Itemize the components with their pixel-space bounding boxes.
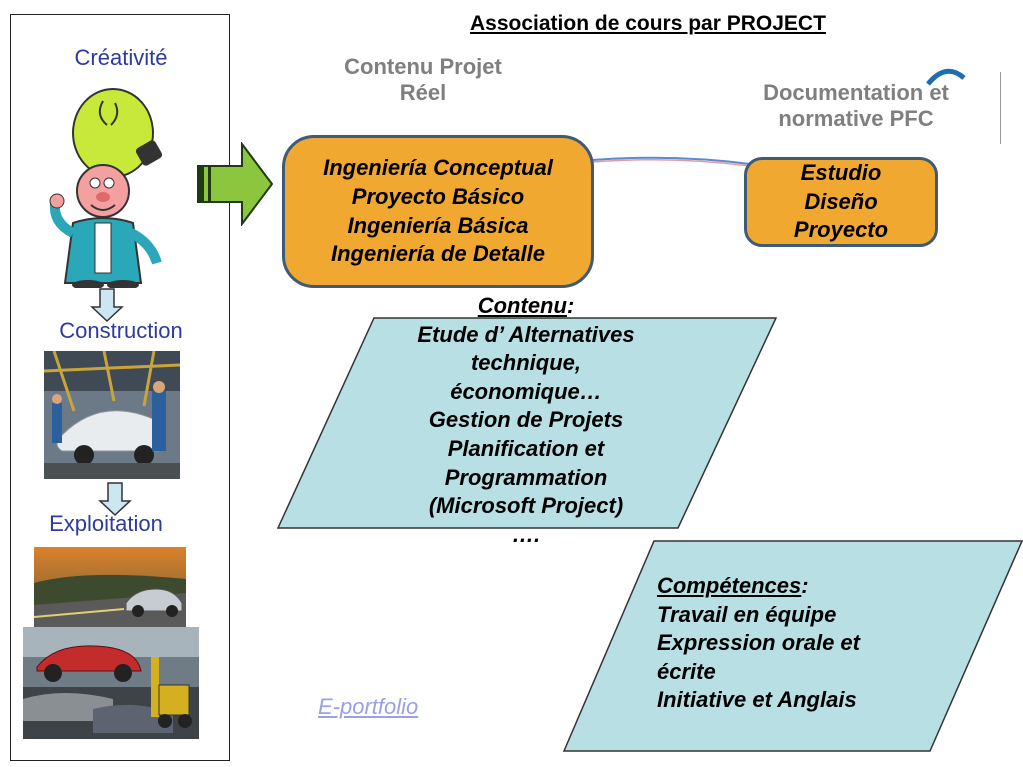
driving-car-photo xyxy=(34,547,186,627)
stage-label-construction: Construction xyxy=(59,318,183,343)
contenu-parallelogram xyxy=(276,317,778,529)
right-arrow-icon xyxy=(197,142,274,226)
eportfolio-link[interactable]: E-portfolio xyxy=(318,694,419,719)
down-arrow-icon xyxy=(98,482,132,517)
competences-parallelogram xyxy=(562,540,1023,752)
stage-label-creativite: Créativité xyxy=(74,45,168,70)
estudio-box: Estudio Diseño Proyecto xyxy=(744,157,938,247)
construction-photo xyxy=(44,351,180,479)
stage-label-exploitation: Exploitation xyxy=(49,511,163,536)
contenu-projet-header: Contenu Projet Réel xyxy=(344,54,502,106)
contenu-text: Contenu: Etude d’ Alternatives technique… xyxy=(417,293,635,547)
connector-line xyxy=(592,156,751,167)
ingenieria-box: Ingeniería Conceptual Proyecto Básico In… xyxy=(282,135,594,288)
lightbulb-man-image xyxy=(49,88,163,288)
page-title: Association de cours par PROJECT xyxy=(470,12,826,35)
competences-text: Compétences: Travail en équipe Expressio… xyxy=(657,573,860,713)
down-arrow-icon xyxy=(90,288,124,323)
scrapyard-photo xyxy=(23,627,199,739)
documentation-frame xyxy=(712,72,1001,144)
left-panel: Créativité Construction xyxy=(10,14,230,761)
blue-arc-icon xyxy=(926,68,966,86)
documentation-header: Documentation et normative PFC xyxy=(763,80,949,132)
